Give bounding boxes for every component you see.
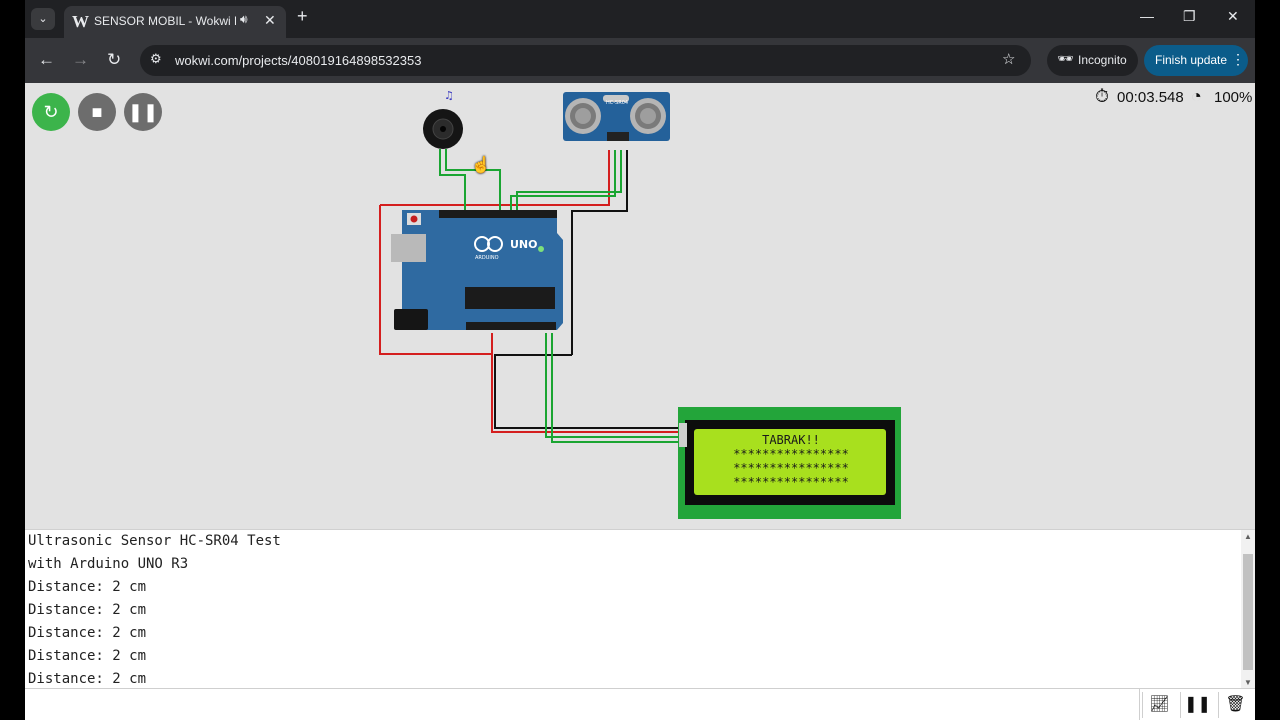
restart-icon: ↻ xyxy=(43,102,59,122)
ultrasonic-label: HC-SR04 xyxy=(606,100,628,106)
simulation-speed: 100% xyxy=(1214,89,1253,106)
finish-update-label: Finish update xyxy=(1155,53,1228,67)
clear-serial-button[interactable]: 🗑︎ xyxy=(1218,692,1252,718)
window-close-button[interactable]: ✕ xyxy=(1227,8,1239,24)
stop-icon: ■ xyxy=(91,102,103,122)
incognito-label: Incognito xyxy=(1078,53,1127,67)
restore-button[interactable]: ❐ xyxy=(1183,8,1196,24)
incognito-icon: 🕶︎ xyxy=(1057,51,1074,66)
circuit-diagram: ♫ HC-SR04 xyxy=(379,89,901,519)
pause-icon: ❚❚ xyxy=(1184,696,1211,713)
music-note-icon: ♫ xyxy=(444,89,454,102)
wire-green-echo[interactable] xyxy=(516,150,622,216)
wire-red-lcd[interactable] xyxy=(491,333,679,433)
wire-red-power-top[interactable] xyxy=(380,150,610,206)
wires xyxy=(379,149,679,443)
speaker-icon[interactable]: 🔊︎ xyxy=(240,12,248,26)
speedometer-icon: ◔ xyxy=(1191,86,1202,106)
tab-title: SENSOR MOBIL - Wokwi ESP32, STM32, Ardui… xyxy=(94,14,236,28)
restart-simulation-button[interactable]: ↻ xyxy=(32,93,70,131)
wire-green-buzzer-1[interactable] xyxy=(439,149,466,216)
stop-simulation-button[interactable]: ■ xyxy=(78,93,116,131)
buzzer[interactable] xyxy=(423,109,463,149)
serial-monitor[interactable]: Ultrasonic Sensor HC-SR04 Test with Ardu… xyxy=(25,529,1255,688)
browser-toolbar: ← → ↻ ⚙ wokwi.com/projects/4080191648985… xyxy=(25,38,1255,83)
lcd-line-2: **************** xyxy=(733,447,849,461)
serial-line: Ultrasonic Sensor HC-SR04 Test xyxy=(28,533,281,549)
serial-line: Distance: 2 cm xyxy=(28,579,147,595)
wire-green-scl[interactable] xyxy=(551,333,679,443)
serial-input[interactable] xyxy=(25,689,1140,720)
pause-serial-button[interactable]: ❚❚ xyxy=(1180,692,1214,718)
site-info-icon[interactable]: ⚙ xyxy=(150,51,162,66)
arduino-uno-board[interactable]: UNO ARDUINO xyxy=(391,210,563,330)
chart-icon: 📈︎ xyxy=(1149,696,1170,713)
bookmark-star-icon[interactable]: ☆ xyxy=(1002,51,1016,68)
wire-black-gnd-bottom[interactable] xyxy=(494,354,679,429)
serial-scrollbar[interactable]: ▲ ▼ xyxy=(1241,530,1255,688)
ultrasonic-sensor[interactable]: HC-SR04 xyxy=(563,92,670,141)
serial-line: Distance: 2 cm xyxy=(28,602,147,618)
tab-list-button[interactable]: ⌄ xyxy=(31,8,55,30)
serial-line: Distance: 2 cm xyxy=(28,648,147,664)
lcd-2004[interactable] xyxy=(678,407,901,519)
serial-line: with Arduino UNO R3 xyxy=(28,556,189,572)
stopwatch-icon: ⏱ xyxy=(1095,86,1110,106)
new-tab-button[interactable]: + xyxy=(297,6,308,26)
scroll-up-icon[interactable]: ▲ xyxy=(1244,532,1252,541)
finish-update-button[interactable]: Finish update ⋮ xyxy=(1144,45,1248,76)
more-menu-icon[interactable]: ⋮ xyxy=(1231,51,1245,67)
lcd-line-4: **************** xyxy=(733,475,849,489)
tab-close-button[interactable]: ✕ xyxy=(264,12,276,28)
wire-green-sda[interactable] xyxy=(545,333,679,438)
minimize-button[interactable]: — xyxy=(1140,8,1154,24)
reload-button[interactable]: ↻ xyxy=(107,50,122,69)
url-text[interactable]: wokwi.com/projects/408019164898532353 xyxy=(175,53,422,68)
serial-input-bar: 📈︎ ❚❚ 🗑︎ xyxy=(25,688,1255,720)
scroll-down-icon[interactable]: ▼ xyxy=(1244,678,1252,687)
back-button[interactable]: ← xyxy=(38,50,55,69)
wokwi-favicon-icon: W xyxy=(72,12,89,31)
hand-cursor-icon: ☝ xyxy=(471,157,491,174)
wire-green-buzzer-2[interactable] xyxy=(445,149,501,216)
pause-simulation-button[interactable]: ❚❚ xyxy=(124,93,162,131)
pause-icon: ❚❚ xyxy=(127,102,159,122)
wire-green-trig[interactable] xyxy=(510,150,616,216)
plotter-button[interactable]: 📈︎ xyxy=(1142,692,1176,718)
active-tab[interactable]: W SENSOR MOBIL - Wokwi ESP32, STM32, Ard… xyxy=(64,6,286,38)
incognito-indicator[interactable]: 🕶︎ Incognito xyxy=(1047,45,1138,76)
lcd-display-text: TABRAK!!********************************… xyxy=(697,433,885,489)
forward-button[interactable]: → xyxy=(72,50,89,69)
arduino-label: ARDUINO xyxy=(475,255,499,261)
scroll-thumb[interactable] xyxy=(1243,554,1253,670)
serial-output: Ultrasonic Sensor HC-SR04 Test with Ardu… xyxy=(28,530,281,688)
trash-icon: 🗑︎ xyxy=(1225,696,1246,713)
address-bar[interactable]: ⚙ wokwi.com/projects/408019164898532353 … xyxy=(140,45,1031,76)
tab-strip: ⌄ W SENSOR MOBIL - Wokwi ESP32, STM32, A… xyxy=(25,0,1255,38)
lcd-line-3: **************** xyxy=(733,461,849,475)
chevron-down-icon: ⌄ xyxy=(38,13,48,25)
simulation-timer: 00:03.548 xyxy=(1117,89,1184,106)
serial-line: Distance: 2 cm xyxy=(28,671,147,687)
uno-label: UNO xyxy=(510,238,538,251)
simulation-canvas[interactable]: ↻ ■ ❚❚ ⏱ 00:03.548 ◔ 100% xyxy=(25,83,1255,529)
wire-black-gnd[interactable] xyxy=(571,150,628,355)
lcd-line-1: TABRAK!! xyxy=(762,433,820,447)
serial-line: Distance: 2 cm xyxy=(28,625,147,641)
